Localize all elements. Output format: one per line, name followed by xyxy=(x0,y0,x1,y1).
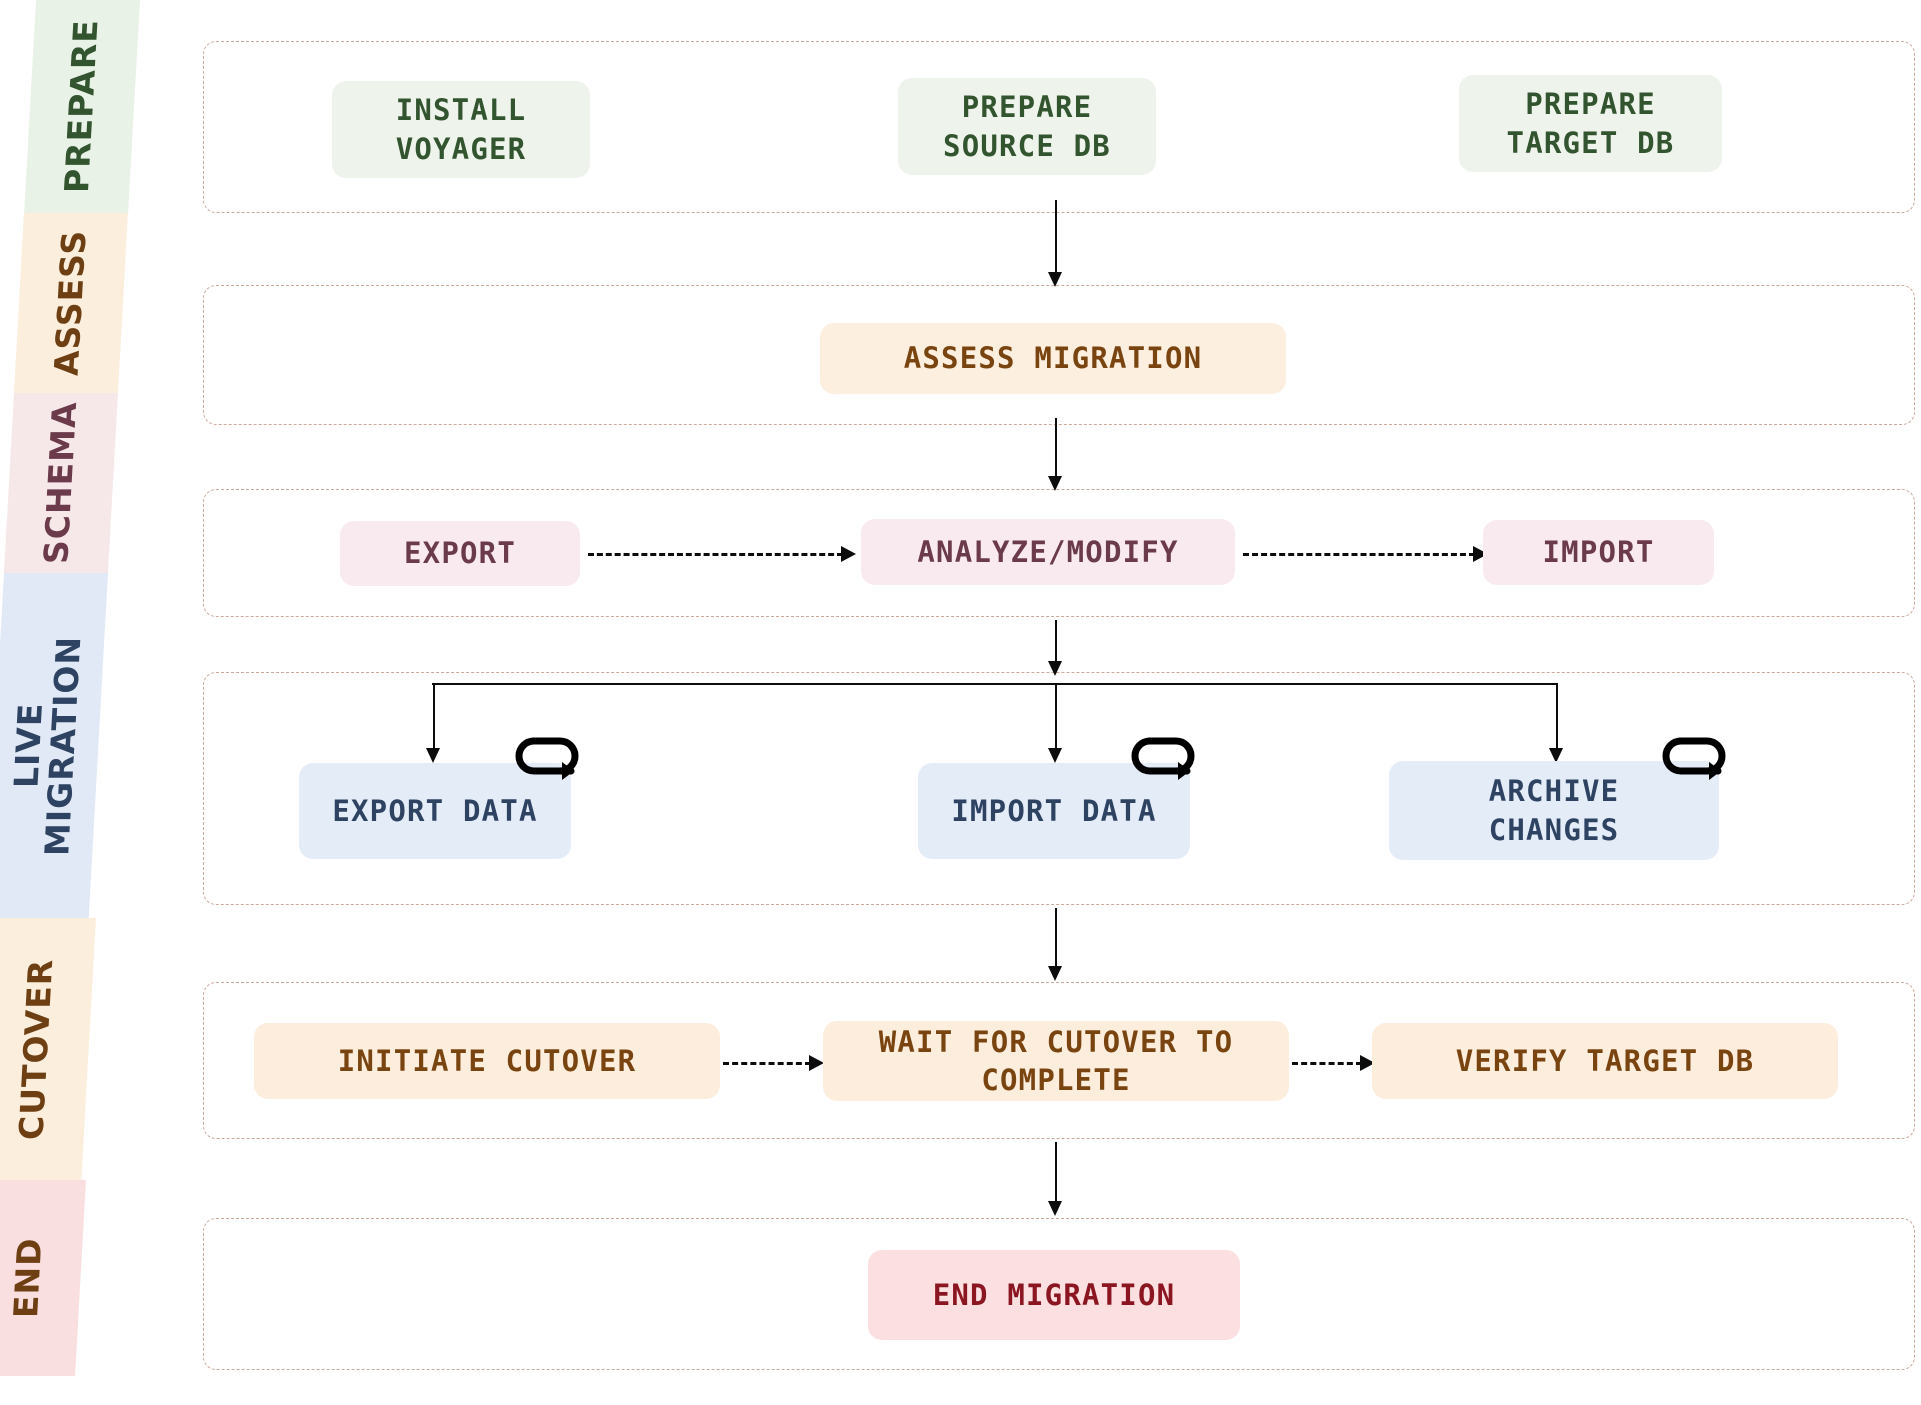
phase-strip-end-shape: END xyxy=(0,1180,86,1376)
connector-cutover-to-end-arrowhead xyxy=(1048,1201,1062,1216)
branch-drop-archive-changes-arrowhead xyxy=(1549,748,1563,763)
connector-live-migration-to-cutover-arrowhead xyxy=(1048,966,1062,981)
connector-schema-to-live-migration xyxy=(1055,620,1057,668)
node-prepare-source-db[interactable]: PREPARE SOURCE DB xyxy=(898,78,1156,175)
phase-strip-cutover-shape: CUTOVER xyxy=(0,918,96,1180)
node-verify-target-db[interactable]: VERIFY TARGET DB xyxy=(1372,1023,1838,1099)
node-end-migration[interactable]: END MIGRATION xyxy=(868,1250,1240,1340)
phase-ribbon: PREPARE ASSESS SCHEMA LIVE MIGRATION CUT… xyxy=(0,0,165,1405)
branch-drop-archive-changes xyxy=(1556,683,1558,751)
phase-strip-schema-shape: SCHEMA xyxy=(3,393,118,573)
phase-strip-assess-shape: ASSESS xyxy=(13,213,128,393)
phase-strip-prepare: PREPARE xyxy=(0,0,165,213)
phase-label-live-migration: LIVE MIGRATION xyxy=(6,635,89,856)
band-cutover xyxy=(203,982,1915,1139)
connector-cutover-to-end xyxy=(1055,1142,1057,1204)
connector-wait-to-verify xyxy=(1292,1062,1362,1065)
phase-strip-assess: ASSESS xyxy=(0,213,165,393)
connector-schema-to-live-migration-arrowhead xyxy=(1048,661,1062,676)
branch-drop-export-data xyxy=(433,683,435,751)
node-prepare-target-db[interactable]: PREPARE TARGET DB xyxy=(1459,75,1722,172)
phase-strip-schema: SCHEMA xyxy=(0,393,165,573)
connector-initiate-to-wait xyxy=(723,1062,811,1065)
phase-label-cutover: CUTOVER xyxy=(11,958,61,1140)
node-export-data[interactable]: EXPORT DATA xyxy=(299,763,571,859)
node-install-voyager[interactable]: INSTALL VOYAGER xyxy=(332,81,590,178)
connector-prepare-to-assess xyxy=(1055,200,1057,275)
loop-icon-import-data xyxy=(1130,729,1202,795)
connector-export-to-analyze xyxy=(588,553,843,556)
connector-export-to-analyze-arrowhead xyxy=(841,546,856,562)
phase-label-assess: ASSESS xyxy=(46,229,94,377)
phase-strip-live-migration: LIVE MIGRATION xyxy=(0,573,165,918)
phase-strip-prepare-shape: PREPARE xyxy=(24,0,140,213)
connector-initiate-to-wait-arrowhead xyxy=(809,1055,824,1071)
node-schema-export[interactable]: EXPORT xyxy=(340,521,580,586)
connector-analyze-to-import xyxy=(1243,553,1475,556)
branch-drop-export-data-arrowhead xyxy=(426,748,440,763)
connector-assess-to-schema xyxy=(1055,418,1057,480)
connector-assess-to-schema-arrowhead xyxy=(1048,476,1062,491)
node-wait-for-cutover[interactable]: WAIT FOR CUTOVER TO COMPLETE xyxy=(823,1021,1289,1101)
node-initiate-cutover[interactable]: INITIATE CUTOVER xyxy=(254,1023,720,1099)
phase-label-end: END xyxy=(5,1237,50,1319)
loop-icon-archive-changes xyxy=(1661,729,1733,795)
node-archive-changes[interactable]: ARCHIVE CHANGES xyxy=(1389,761,1719,860)
branch-bus-live-migration xyxy=(432,683,1557,685)
branch-drop-import-data-arrowhead xyxy=(1048,748,1062,763)
node-schema-import[interactable]: IMPORT xyxy=(1483,520,1714,585)
phase-strip-live-migration-shape: LIVE MIGRATION xyxy=(0,573,109,918)
connector-live-migration-to-cutover xyxy=(1055,908,1057,970)
band-end xyxy=(203,1218,1915,1370)
phase-strip-cutover: CUTOVER xyxy=(0,918,165,1180)
band-prepare xyxy=(203,41,1915,213)
node-schema-analyze-modify[interactable]: ANALYZE/MODIFY xyxy=(861,519,1235,585)
phase-strip-end: END xyxy=(0,1180,165,1376)
node-assess-migration[interactable]: ASSESS MIGRATION xyxy=(820,323,1286,394)
node-import-data[interactable]: IMPORT DATA xyxy=(918,763,1190,859)
loop-icon-export-data xyxy=(514,729,586,795)
connector-wait-to-verify-arrowhead xyxy=(1360,1055,1375,1071)
connector-prepare-to-assess-arrowhead xyxy=(1048,272,1062,287)
phase-label-prepare: PREPARE xyxy=(56,19,106,194)
branch-drop-import-data xyxy=(1055,683,1057,751)
phase-label-schema: SCHEMA xyxy=(36,401,85,565)
